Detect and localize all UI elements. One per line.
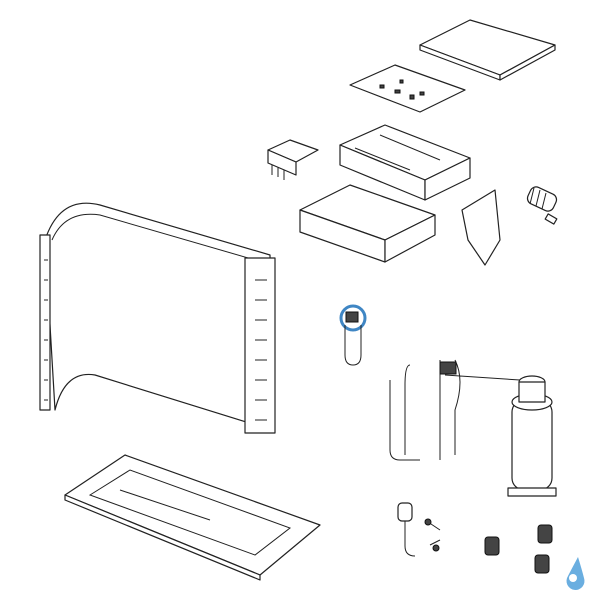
base-pan[interactable] bbox=[64, 454, 321, 581]
compressor[interactable] bbox=[507, 375, 557, 497]
mounting-bracket[interactable] bbox=[461, 189, 501, 266]
sensor-connector[interactable] bbox=[544, 213, 558, 225]
reactor[interactable] bbox=[526, 185, 559, 213]
electrical-tray[interactable] bbox=[299, 184, 436, 263]
condenser-coil[interactable] bbox=[39, 202, 276, 434]
top-cover-panel[interactable] bbox=[419, 19, 556, 81]
terminal-block[interactable] bbox=[267, 139, 319, 180]
electrical-box[interactable] bbox=[339, 124, 471, 201]
service-valves[interactable] bbox=[397, 502, 441, 557]
expansion-valve[interactable] bbox=[339, 304, 367, 366]
control-board[interactable] bbox=[349, 64, 466, 113]
water-drop-logo bbox=[566, 557, 585, 590]
anti-vibration-feet[interactable] bbox=[484, 524, 553, 574]
refrigerant-piping[interactable] bbox=[389, 359, 521, 461]
